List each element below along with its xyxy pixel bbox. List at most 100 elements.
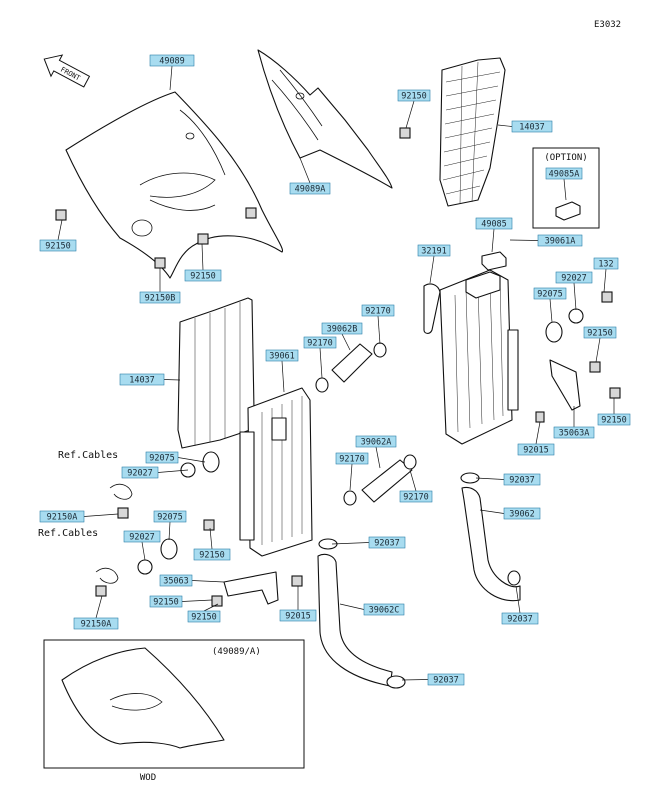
part-number-label[interactable]: 92027 — [561, 274, 587, 284]
leader-line — [203, 603, 219, 612]
leader-line — [375, 446, 381, 469]
radiator-cap — [481, 251, 507, 271]
option-label: (OPTION) — [544, 153, 587, 163]
part-label-box — [145, 451, 179, 464]
part-label-box — [73, 617, 119, 630]
overflow-tube — [423, 283, 441, 334]
part-number-label[interactable]: 92150 — [153, 598, 179, 608]
leader-line — [377, 315, 381, 345]
part-label-box — [121, 466, 159, 479]
radiator-grille-left — [177, 297, 255, 449]
part-number-label[interactable]: 92150 — [45, 242, 71, 252]
shroud-49089a — [257, 49, 393, 189]
hose-39062 — [460, 472, 521, 602]
leader-line — [201, 243, 204, 271]
part-number-label[interactable]: 14037 — [129, 376, 155, 386]
inset-label: (49089/A) — [212, 647, 261, 657]
leader-line — [341, 333, 351, 351]
leader-line — [169, 65, 173, 91]
part-number-label[interactable]: 39062C — [369, 606, 400, 616]
part-label-box — [597, 413, 631, 426]
part-label-box — [355, 435, 397, 448]
part-number-label[interactable]: 92075 — [149, 454, 175, 464]
leader-line — [509, 239, 539, 241]
part-label-box — [139, 291, 181, 304]
leader-line — [475, 477, 505, 480]
front-arrow-icon: FRONT — [43, 54, 91, 88]
part-number-label[interactable]: 35063 — [163, 577, 189, 587]
leader-line — [191, 580, 225, 583]
part-number-label[interactable]: 92170 — [339, 455, 365, 465]
inset-caption: WOD — [140, 773, 156, 783]
part-label-box — [503, 473, 541, 486]
part-number-label[interactable]: 35063A — [559, 429, 590, 439]
part-number-label[interactable]: 92150 — [190, 272, 216, 282]
leader-line — [83, 513, 119, 517]
part-number-label[interactable]: 39062B — [327, 325, 358, 335]
leader-line — [299, 157, 311, 184]
part-label-box — [555, 271, 593, 284]
hose-39062b — [315, 342, 387, 393]
part-number-label[interactable]: 92075 — [537, 290, 563, 300]
part-number-label[interactable]: 92150B — [145, 294, 176, 304]
part-label-box — [289, 182, 331, 195]
part-number-label[interactable]: 49089 — [159, 57, 185, 67]
part-number-label[interactable]: 92037 — [374, 539, 400, 549]
part-label-box — [39, 510, 85, 523]
part-label-box — [517, 443, 555, 456]
leader-line — [57, 219, 63, 241]
part-label-box — [149, 54, 195, 67]
leader-line — [497, 124, 513, 127]
radiator-right — [439, 269, 519, 445]
part-label-box — [321, 322, 363, 335]
leader-line — [515, 585, 521, 614]
part-label-box — [279, 609, 317, 622]
part-number-label[interactable]: 92150 — [401, 92, 427, 102]
part-number-label[interactable]: 92150 — [199, 551, 225, 561]
part-number-label[interactable]: 92170 — [403, 493, 429, 503]
leader-line — [177, 457, 206, 463]
part-number-label[interactable]: 92027 — [129, 533, 155, 543]
inset-box: (49089/A) WOD — [43, 639, 305, 783]
ref-cables-label-1: Ref.Cables — [58, 450, 118, 461]
part-number-label[interactable]: 92037 — [433, 676, 459, 686]
part-label-box — [119, 373, 165, 386]
part-number-label[interactable]: 39061 — [269, 352, 295, 362]
part-label-box — [368, 536, 406, 549]
part-number-label[interactable]: 92150 — [587, 329, 613, 339]
part-number-label[interactable]: 39062A — [361, 438, 392, 448]
part-number-label[interactable]: 92170 — [307, 339, 333, 349]
part-number-label[interactable]: 49085A — [549, 170, 580, 180]
part-number-label[interactable]: 39062 — [509, 510, 535, 520]
part-label-box — [553, 426, 595, 439]
leader-line — [168, 521, 171, 541]
part-label-box — [501, 612, 539, 625]
leader-line — [491, 228, 495, 253]
part-number-label[interactable]: 32191 — [421, 247, 447, 257]
radiator-grille-top — [439, 57, 506, 207]
part-number-label[interactable]: 39061A — [545, 237, 576, 247]
part-number-label[interactable]: 14037 — [519, 123, 545, 133]
part-number-label[interactable]: 92150 — [601, 416, 627, 426]
part-number-label[interactable]: 92037 — [509, 476, 535, 486]
part-number-label[interactable]: 92150A — [47, 513, 78, 523]
part-number-label[interactable]: 92015 — [523, 446, 549, 456]
part-number-label[interactable]: 49089A — [295, 185, 326, 195]
diagram-code: E3032 — [594, 20, 621, 30]
part-number-label[interactable]: 92037 — [507, 615, 533, 625]
part-label-box — [533, 287, 567, 300]
leader-line — [141, 541, 146, 561]
part-number-label[interactable]: 132 — [598, 260, 613, 270]
part-number-label[interactable]: 92027 — [127, 469, 153, 479]
part-number-label[interactable]: 92075 — [157, 513, 183, 523]
part-number-label[interactable]: 92150 — [191, 613, 217, 623]
small-parts — [55, 127, 621, 607]
part-number-label[interactable]: 49085 — [481, 220, 507, 230]
part-number-label[interactable]: 92170 — [365, 307, 391, 317]
part-number-label[interactable]: 92150A — [81, 620, 112, 630]
part-label-box — [123, 530, 161, 543]
option-box: (OPTION) — [532, 147, 600, 229]
part-label-box — [399, 490, 433, 503]
part-number-label[interactable]: 92015 — [285, 612, 311, 622]
